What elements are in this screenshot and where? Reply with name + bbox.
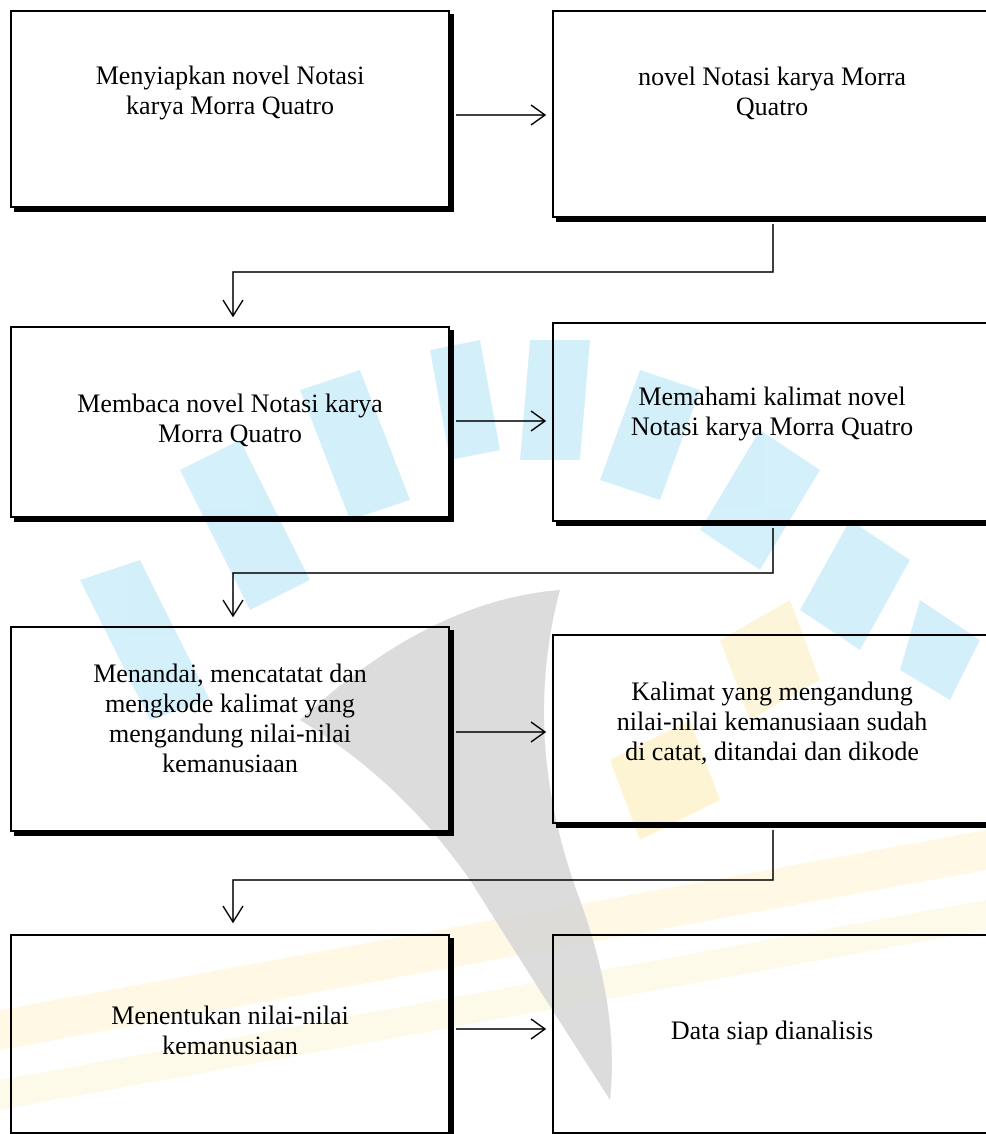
flow-step-sentences-coded: Kalimat yang mengandung nilai-nilai kema… xyxy=(552,634,986,824)
arrowhead xyxy=(530,410,547,432)
flow-step-label: novel Notasi karya Morra Quatro xyxy=(638,62,906,121)
watermark-yellow-shape xyxy=(610,720,720,840)
connector-step6-to-step7 xyxy=(232,830,774,922)
flow-step-label: Kalimat yang mengandung nilai-nilai kema… xyxy=(616,677,928,766)
flow-step-label: Menentukan nilai-nilai kemanusiaan xyxy=(111,1001,349,1060)
connector-step4-to-step5 xyxy=(232,528,774,616)
arrowhead xyxy=(222,299,244,318)
flow-step-mark-and-code: Menandai, mencatatat dan mengkode kalima… xyxy=(10,626,450,832)
flow-step-label: Memahami kalimat novel Notasi karya Morr… xyxy=(630,382,914,441)
flow-step-label: Menyiapkan novel Notasi karya Morra Quat… xyxy=(95,61,365,120)
arrowhead xyxy=(530,104,547,126)
watermark-yellow-band xyxy=(0,900,986,1110)
flow-step-read-novel: Membaca novel Notasi karya Morra Quatro xyxy=(10,326,450,518)
watermark-yellow-shape xyxy=(720,600,820,720)
flow-step-data-ready: Data siap dianalisis xyxy=(552,934,986,1134)
flow-step-label: Data siap dianalisis xyxy=(670,1016,874,1045)
flow-step-label: Menandai, mencatatat dan mengkode kalima… xyxy=(93,659,367,778)
arrowhead xyxy=(530,721,547,743)
connector-step2-to-step3 xyxy=(232,224,774,316)
arrowhead xyxy=(222,599,244,618)
flow-step-understand-sentences: Memahami kalimat novel Notasi karya Morr… xyxy=(552,322,986,522)
watermark-emblem xyxy=(300,590,612,1100)
watermark-yellow-band xyxy=(0,830,986,1050)
watermark-letters xyxy=(80,340,980,720)
flow-step-novel: novel Notasi karya Morra Quatro xyxy=(552,10,986,218)
flow-step-determine-values: Menentukan nilai-nilai kemanusiaan xyxy=(10,934,450,1134)
flow-step-prepare-novel: Menyiapkan novel Notasi karya Morra Quat… xyxy=(10,10,450,208)
arrowhead xyxy=(530,1018,547,1040)
arrowhead xyxy=(222,905,244,924)
flow-step-label: Membaca novel Notasi karya Morra Quatro xyxy=(77,389,383,448)
